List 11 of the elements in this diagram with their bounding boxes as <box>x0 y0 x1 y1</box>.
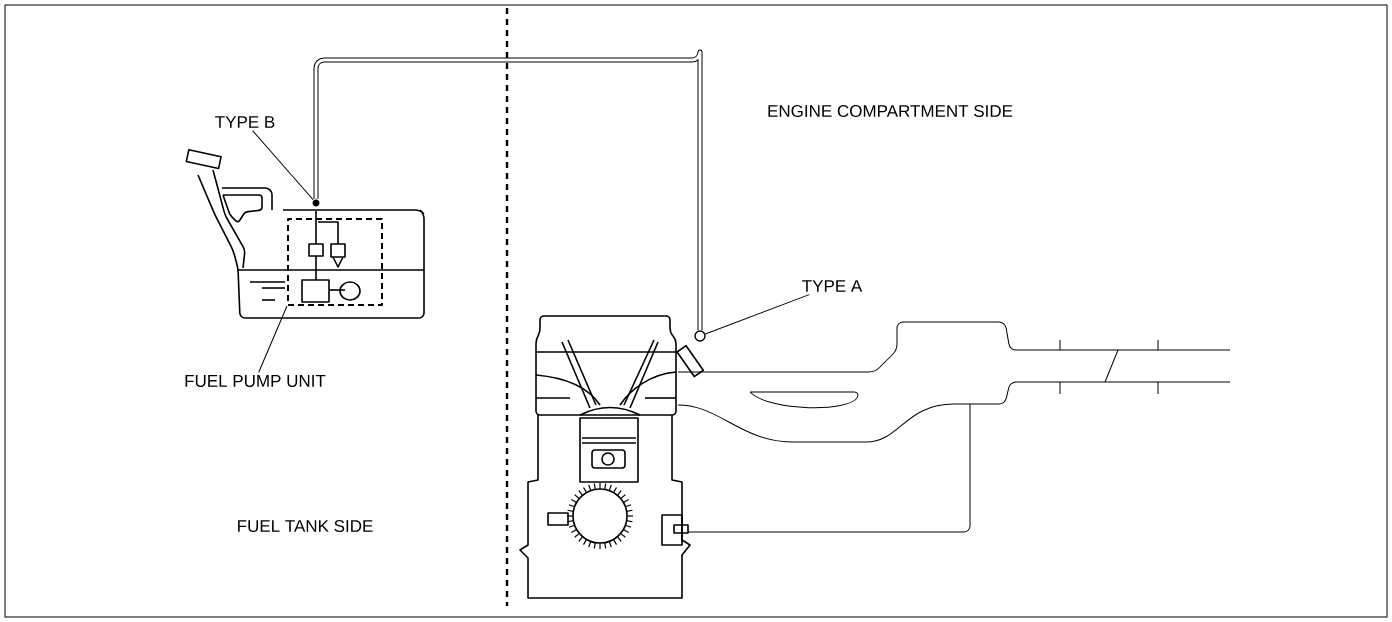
area-label: ENGINE COMPARTMENT SIDE <box>768 105 1013 118</box>
leader-line <box>252 130 314 201</box>
callout-label: TYPE B <box>215 116 275 128</box>
leader-line <box>704 294 810 335</box>
callout-label: TYPE A <box>802 280 863 292</box>
connector-fitting <box>694 330 706 342</box>
callout-label: FUEL PUMP UNIT <box>185 375 326 387</box>
dashed-box <box>287 218 383 306</box>
fuel-line <box>313 49 703 331</box>
leader-line <box>258 305 288 373</box>
area-label: FUEL TANK SIDE <box>238 520 373 533</box>
